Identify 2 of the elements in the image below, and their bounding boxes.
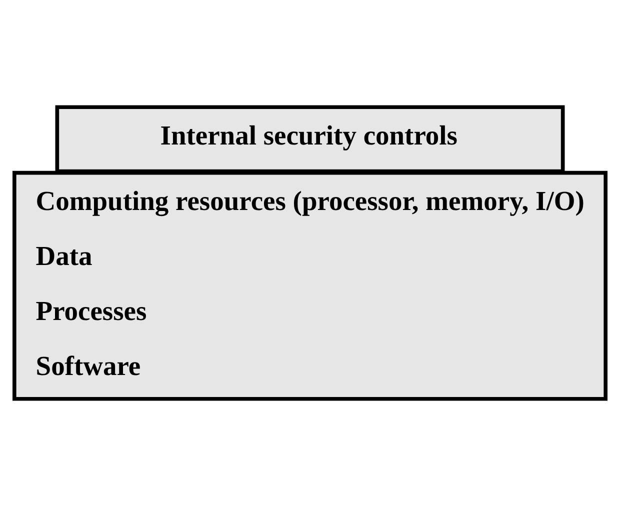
node-box: Internal security controls xyxy=(55,104,565,173)
node-box: Computing resources (processor, memory, I/O) Data Processes Software xyxy=(12,170,608,400)
